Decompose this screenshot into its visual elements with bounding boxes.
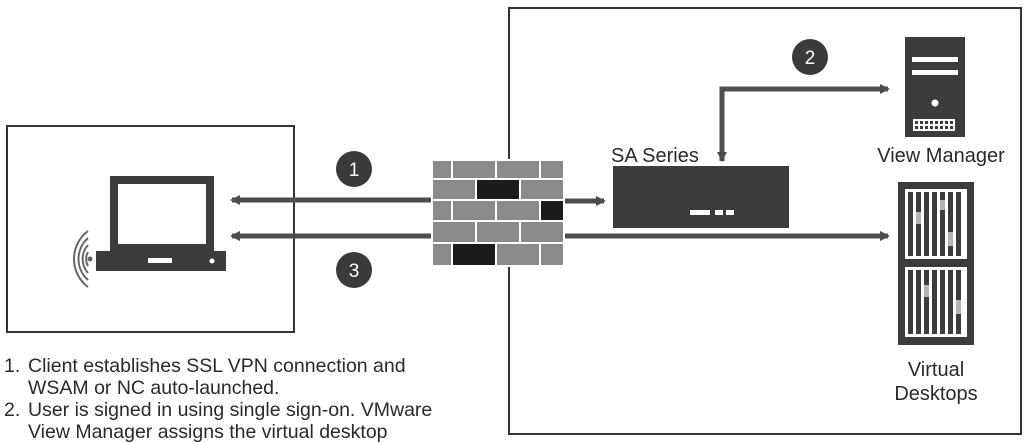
firewall-icon [431,159,565,267]
badge-1-label: 1 [349,160,360,181]
virtual-desktops-label: Virtual Desktops [894,359,978,405]
step-item: 2. User is signed in using single sign-o… [4,399,432,443]
badge-2-label: 2 [805,48,816,69]
step-item: 1. Client establishes SSL VPN connection… [4,355,432,399]
arrow-sa-to-view-manager [719,84,890,161]
sa-series-appliance [613,166,789,228]
client-box [6,125,295,333]
step-number: 2. [4,399,21,421]
laptop-icon [96,176,226,271]
steps-list: 1. Client establishes SSL VPN connection… [4,355,432,443]
step-line: Client establishes SSL VPN connection an… [28,355,406,377]
step-line: WSAM or NC auto-launched. [28,377,280,399]
step-line: User is signed in using single sign-on. … [28,399,433,421]
view-manager-label: View Manager [877,145,1005,167]
step-number: 1. [4,355,21,377]
badge-2: 2 [792,39,828,75]
server-icon [905,37,965,137]
sa-series-label: SA Series [611,145,699,167]
badge-3: 3 [336,252,372,288]
wireless-icon [73,230,93,288]
step-line: View Manager assigns the virtual desktop [28,421,388,443]
badge-3-label: 3 [349,261,360,282]
badge-1: 1 [336,151,372,187]
rack-icon [898,182,974,345]
